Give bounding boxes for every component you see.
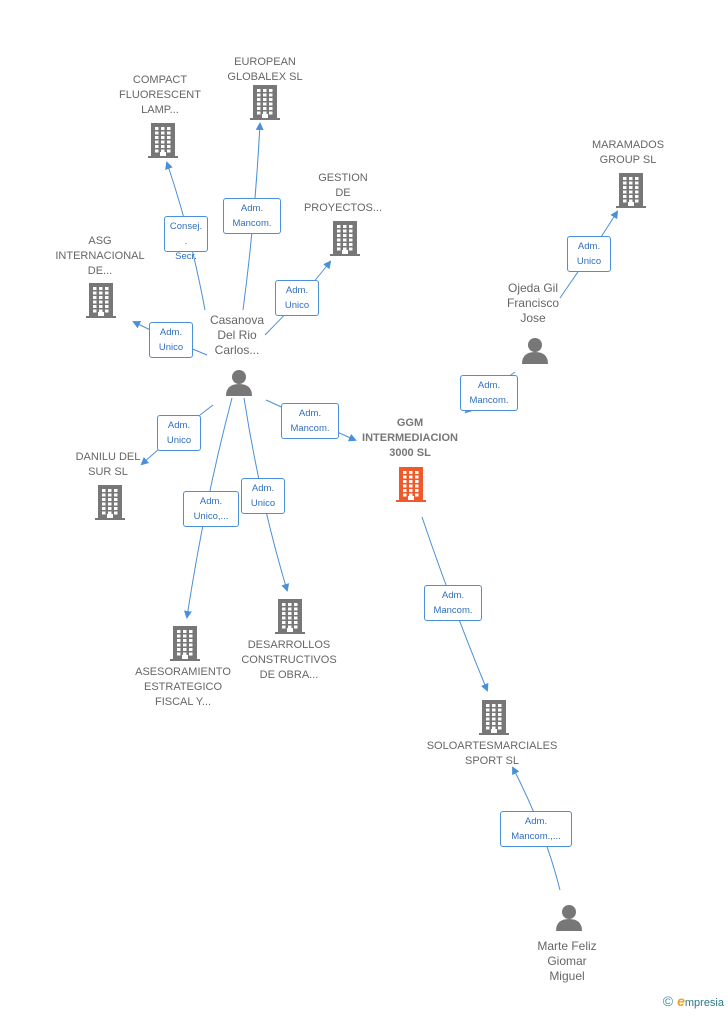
building-icon[interactable]: [148, 123, 178, 158]
node-label-compact-fluorescent[interactable]: COMPACT FLUORESCENT LAMP...: [119, 74, 201, 116]
role-label-casanova-to-danilu[interactable]: Adm. Unico: [157, 415, 201, 451]
node-label-marte[interactable]: Marte Feliz Giomar Miguel: [537, 939, 597, 983]
role-label-casanova-to-asesoramiento[interactable]: Adm. Unico,...: [183, 491, 239, 527]
person-icon[interactable]: [226, 370, 252, 396]
brand-logo-initial: e: [677, 993, 685, 1009]
copyright-icon: ©: [662, 993, 674, 1009]
node-label-desarrollos[interactable]: DESARROLLOS CONSTRUCTIVOS DE OBRA...: [241, 639, 337, 681]
node-label-soloartes[interactable]: SOLOARTESMARCIALES SPORT SL: [426, 740, 558, 767]
building-icon[interactable]: [86, 283, 116, 318]
role-label-ojeda-to-maramados[interactable]: Adm. Unico: [567, 236, 611, 272]
building-icon[interactable]: [275, 599, 305, 634]
brand-logo-text: mpresia: [684, 997, 724, 1009]
role-label-casanova-to-asg[interactable]: Adm. Unico: [149, 322, 193, 358]
node-label-ojeda[interactable]: Ojeda Gil Francisco Jose: [506, 281, 559, 325]
node-label-casanova[interactable]: Casanova Del Rio Carlos...: [209, 313, 265, 357]
role-label-casanova-to-desarrollos[interactable]: Adm. Unico: [241, 478, 285, 514]
node-label-maramados[interactable]: MARAMADOS GROUP SL: [591, 139, 665, 166]
role-label-marte-to-soloartes[interactable]: Adm. Mancom.,...: [500, 811, 572, 847]
role-label-casanova-to-gestion_proyectos[interactable]: Adm. Unico: [275, 280, 319, 316]
node-label-ggm[interactable]: GGM INTERMEDIACION 3000 SL: [362, 417, 458, 459]
role-label-ojeda-to-ggm[interactable]: Adm. Mancom.: [460, 375, 518, 411]
node-label-danilu[interactable]: DANILU DEL SUR SL: [75, 451, 141, 478]
person-icon[interactable]: [556, 905, 582, 931]
role-label-casanova-to-compact_fluorescent[interactable]: Consej. . Secr.: [164, 216, 208, 262]
building-icon[interactable]: [396, 467, 426, 502]
node-label-gestion-proyectos[interactable]: GESTION DE PROYECTOS...: [303, 172, 383, 214]
building-icon[interactable]: [616, 173, 646, 208]
person-icon[interactable]: [522, 338, 548, 364]
role-label-casanova-to-ggm[interactable]: Adm. Mancom.: [281, 403, 339, 439]
role-label-casanova-to-european_globalex[interactable]: Adm. Mancom.: [223, 198, 281, 234]
node-label-european-globalex[interactable]: EUROPEAN GLOBALEX SL: [227, 56, 303, 83]
building-icon[interactable]: [95, 485, 125, 520]
brand-footer: ©empresia: [663, 993, 724, 1009]
building-icon[interactable]: [330, 221, 360, 256]
building-icon[interactable]: [250, 85, 280, 120]
building-icon[interactable]: [170, 626, 200, 661]
building-icon[interactable]: [479, 700, 509, 735]
node-label-asesoramiento[interactable]: ASESORAMIENTO ESTRATEGICO FISCAL Y...: [135, 666, 231, 708]
node-label-asg[interactable]: ASG INTERNACIONAL DE...: [55, 235, 145, 277]
role-label-ggm-to-soloartes[interactable]: Adm. Mancom.: [424, 585, 482, 621]
